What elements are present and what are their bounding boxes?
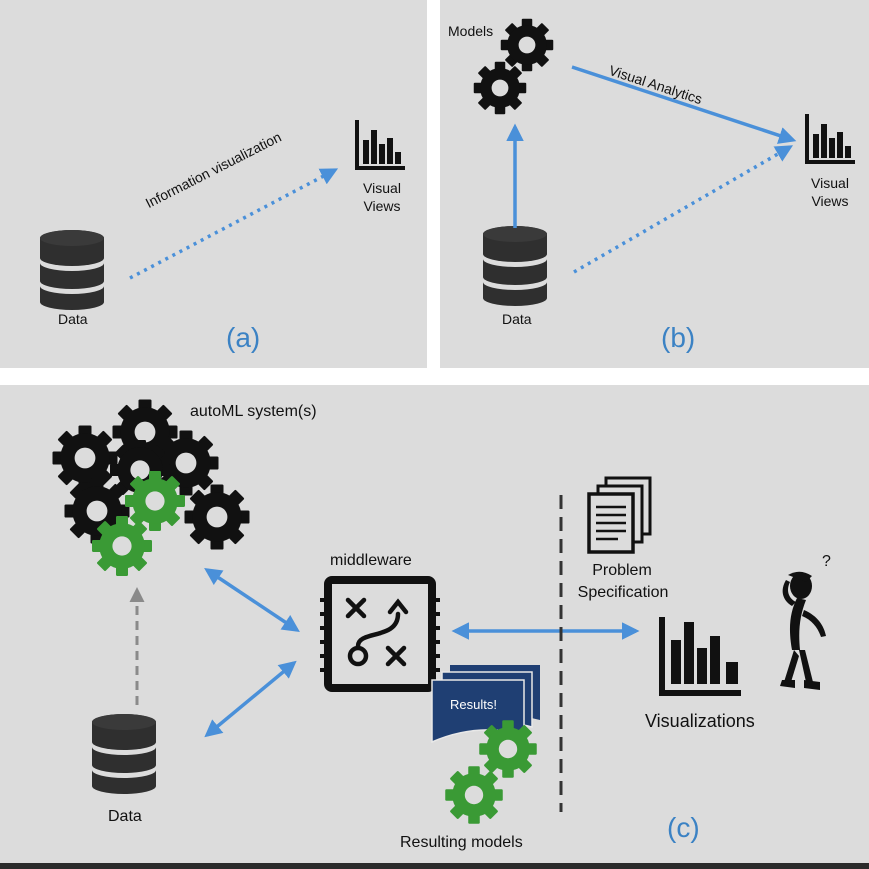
panel-caption: (c): [667, 812, 700, 843]
gear-icon: [500, 18, 554, 72]
strategy-board-icon: [320, 576, 440, 692]
panel-caption: (b): [661, 322, 696, 353]
database-icon: [40, 230, 104, 310]
problem-label-line2: Specification: [577, 584, 669, 601]
models-label: Models: [448, 23, 494, 39]
views-label-line1: Visual: [811, 175, 849, 191]
bar-chart-icon: [659, 617, 741, 696]
thinking-mark: ?: [822, 553, 831, 570]
document-stack-icon: [587, 476, 652, 554]
data-label: Data: [108, 808, 142, 825]
gear-icon: [92, 516, 152, 576]
resulting-models-label: Resulting models: [400, 834, 523, 851]
panel-caption: (a): [226, 322, 261, 353]
automl-label: autoML system(s): [190, 403, 317, 420]
views-label-line2: Views: [363, 198, 401, 214]
visualizations-label: Visualizations: [645, 711, 755, 731]
views-label-line2: Views: [811, 193, 849, 209]
database-icon: [92, 714, 156, 794]
info-vis-arrow: [129, 168, 339, 280]
gear-icon: [473, 61, 527, 115]
bar-chart-icon: [805, 114, 855, 164]
thinking-person-icon: [780, 571, 826, 690]
middleware-label: middleware: [330, 552, 412, 569]
views-label-line1: Visual: [363, 180, 401, 196]
data-middleware-arrow: [204, 660, 297, 738]
data-to-views-arrow: [573, 145, 794, 274]
gear-icon: [445, 766, 503, 824]
database-icon: [483, 226, 547, 306]
gear-icon: [52, 425, 118, 491]
automl-middleware-arrow: [204, 568, 300, 632]
problem-label-line1: Problem: [592, 562, 652, 579]
gear-icon: [125, 471, 185, 531]
data-label: Data: [502, 311, 532, 327]
results-text: Results!: [450, 697, 497, 712]
results-card-icon: [431, 665, 540, 744]
visual-analytics-arrow: [571, 65, 797, 144]
bar-chart-icon: [355, 120, 405, 170]
gear-icon: [479, 720, 537, 778]
gear-icon: [184, 484, 250, 550]
bottom-divider: [0, 863, 869, 869]
data-label: Data: [58, 311, 88, 327]
